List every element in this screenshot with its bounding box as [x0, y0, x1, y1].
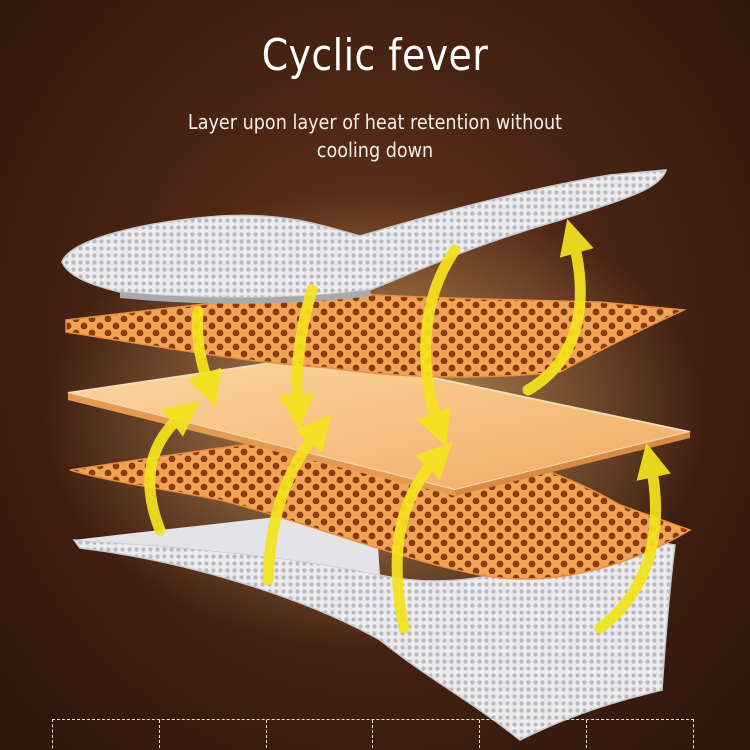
- page-title: Cyclic fever: [261, 30, 489, 81]
- heat-circulation-arrows: [144, 219, 671, 634]
- bottom-table: [52, 719, 694, 750]
- table-cell: [160, 720, 267, 750]
- table-cell: [587, 720, 693, 750]
- table-cell: [53, 720, 160, 750]
- heat-circulation-arrow-icon: [144, 401, 200, 536]
- heat-circulation-arrow-icon: [262, 414, 332, 586]
- table-cell: [480, 720, 588, 750]
- page-subtitle: Layer upon layer of heat retention witho…: [187, 110, 563, 162]
- heat-circulation-arrow-icon: [278, 284, 318, 430]
- table-cell: [267, 720, 374, 750]
- heat-circulation-arrow-icon: [594, 442, 671, 634]
- heat-circulation-arrow-icon: [522, 219, 594, 396]
- heat-circulation-arrow-icon: [187, 306, 222, 407]
- heat-circulation-arrow-icon: [417, 244, 461, 447]
- heat-circulation-arrow-icon: [391, 442, 453, 634]
- table-cell: [373, 720, 481, 750]
